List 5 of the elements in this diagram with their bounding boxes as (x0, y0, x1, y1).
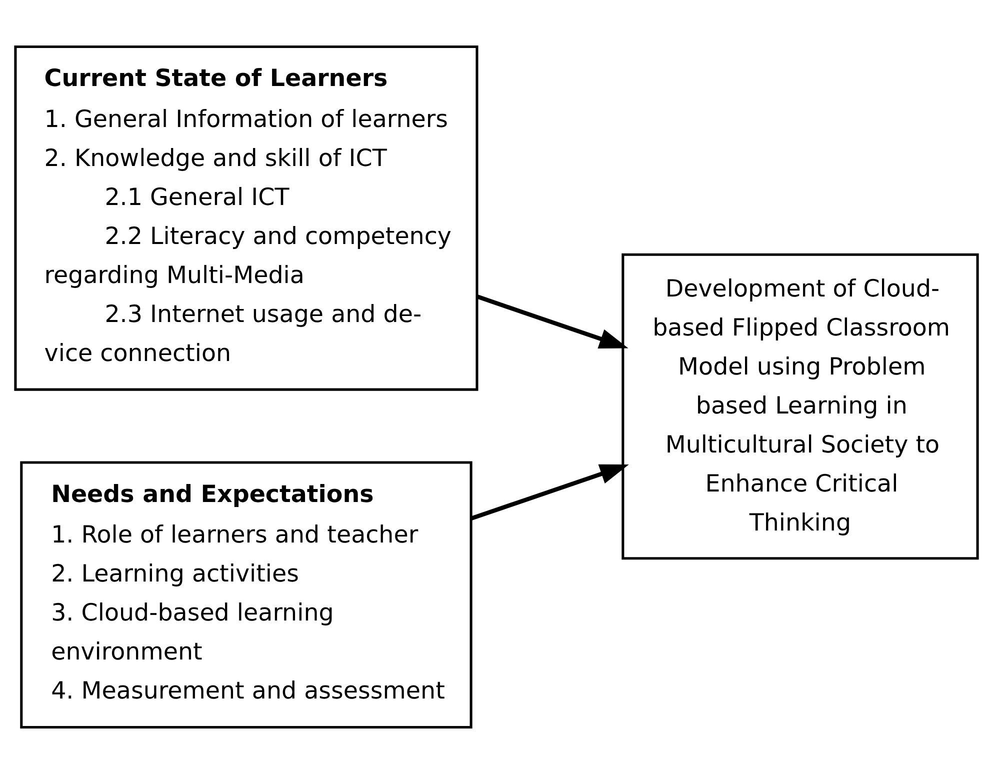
arrow (476, 294, 628, 348)
node-box: Current State of Learners 1. General Information of learners 2. Knowledge and skill of ICT 2.1 General ICT 2.2 Literacy and competency regarding Multi-Media 2.3 Internet usage and de- vice connection (14, 45, 478, 390)
node-box: Development of Cloud-based Flipped Classroom Model using Problem based Learning in Multicultural Society to Enhance Critical Thinking (622, 252, 979, 560)
arrow (470, 464, 629, 520)
node-box: Needs and Expectations 1. Role of learners and teacher 2. Learning activities 3. Cloud-based learning environment 4. Measurement and assessment (20, 460, 472, 728)
